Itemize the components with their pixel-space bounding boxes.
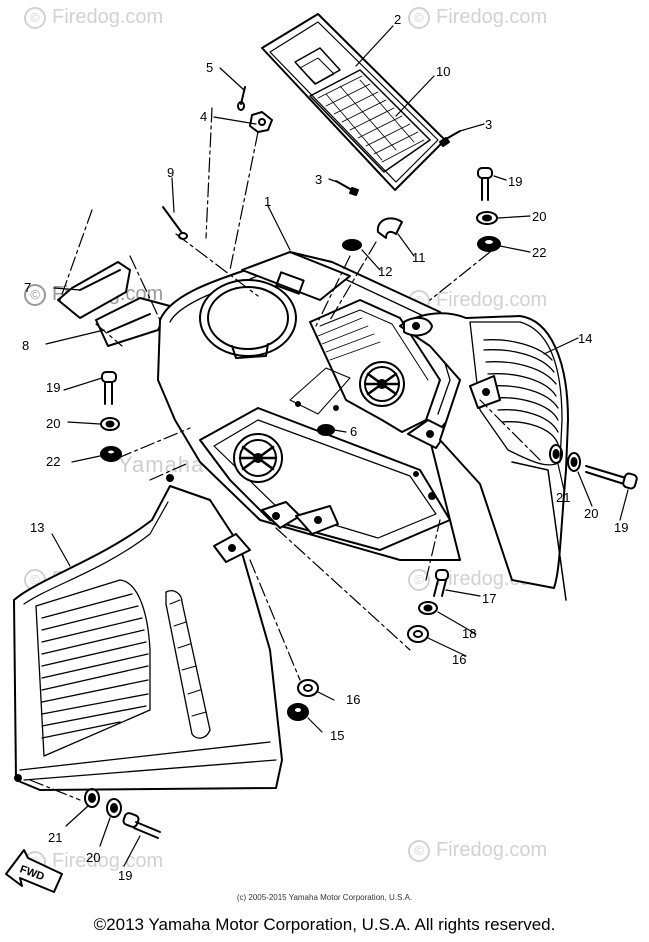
part-20-washer <box>100 417 120 431</box>
callout-2: 2 <box>394 12 401 27</box>
part-17-screw <box>433 569 449 597</box>
part-20-washer <box>106 798 122 818</box>
part-15-nut <box>287 703 309 721</box>
part-19-bolt <box>122 812 161 839</box>
watermark: ©Firedog.com <box>408 6 547 29</box>
footer-copyright: ©2013 Yamaha Motor Corporation, U.S.A. A… <box>93 915 556 934</box>
part-21-collar <box>549 444 563 464</box>
callout-22: 22 <box>532 245 546 260</box>
part-20-washer <box>567 452 581 472</box>
callout-16: 16 <box>346 692 360 707</box>
part-19-bolt <box>477 167 493 201</box>
watermark: ©Firedog.com <box>408 839 547 862</box>
part-21-collar <box>84 788 100 808</box>
leader-lines <box>45 25 629 867</box>
callout-21: 21 <box>556 490 570 505</box>
part-22-nut <box>477 236 501 252</box>
part-16-grommet <box>297 679 319 697</box>
part-18-washer <box>418 601 438 615</box>
part-19-bolt <box>585 465 638 490</box>
callout-20: 20 <box>584 506 598 521</box>
callout-20: 20 <box>46 416 60 431</box>
callout-21: 21 <box>48 830 62 845</box>
callout-3: 3 <box>485 117 492 132</box>
callout-5: 5 <box>206 60 213 75</box>
part-11-fitting <box>376 217 403 239</box>
callout-4: 4 <box>200 109 207 124</box>
part-3-screw <box>439 130 461 147</box>
fwd-arrow <box>5 849 63 893</box>
callout-3: 3 <box>315 172 322 187</box>
watermark: ©Firedog.com <box>24 6 163 29</box>
part-22-nut <box>100 446 122 462</box>
part-2-top-cover <box>261 13 446 191</box>
callout-16: 16 <box>452 652 466 667</box>
part-13-left-side-cover <box>13 474 283 791</box>
callout-10: 10 <box>436 64 450 79</box>
callout-15: 15 <box>330 728 344 743</box>
callout-11: 11 <box>412 250 426 265</box>
callout-19: 19 <box>118 868 132 883</box>
part-9-bolt <box>162 206 188 240</box>
part-7-bracket <box>57 261 131 319</box>
callout-numbers: 2 10 3 3 5 4 9 1 19 20 22 11 12 14 7 8 1… <box>18 12 628 883</box>
part-12-grommet <box>342 239 362 251</box>
callout-17: 17 <box>482 591 496 606</box>
small-copyright: (c) 2005-2015 Yamaha Motor Corporation, … <box>236 893 413 902</box>
part-20-washer <box>476 211 498 225</box>
callout-19: 19 <box>614 520 628 535</box>
part-4-clip <box>249 111 273 133</box>
callout-18: 18 <box>462 626 476 641</box>
callout-20: 20 <box>532 209 546 224</box>
callout-6: 6 <box>350 424 357 439</box>
part-16-grommet <box>407 625 429 643</box>
callout-19: 19 <box>508 174 522 189</box>
callout-8: 8 <box>22 338 29 353</box>
callout-20: 20 <box>86 850 100 865</box>
callout-14: 14 <box>578 331 592 346</box>
callout-7: 7 <box>24 280 31 295</box>
callout-12: 12 <box>378 264 392 279</box>
part-1-main-body <box>157 251 461 561</box>
callout-19: 19 <box>46 380 60 395</box>
callout-1: 1 <box>264 194 271 209</box>
part-14-right-side-cover <box>399 312 569 601</box>
guide-lines <box>29 107 541 801</box>
callout-13: 13 <box>30 520 44 535</box>
callout-22: 22 <box>46 454 60 469</box>
callout-9: 9 <box>167 165 174 180</box>
part-19-bolt <box>101 371 117 405</box>
